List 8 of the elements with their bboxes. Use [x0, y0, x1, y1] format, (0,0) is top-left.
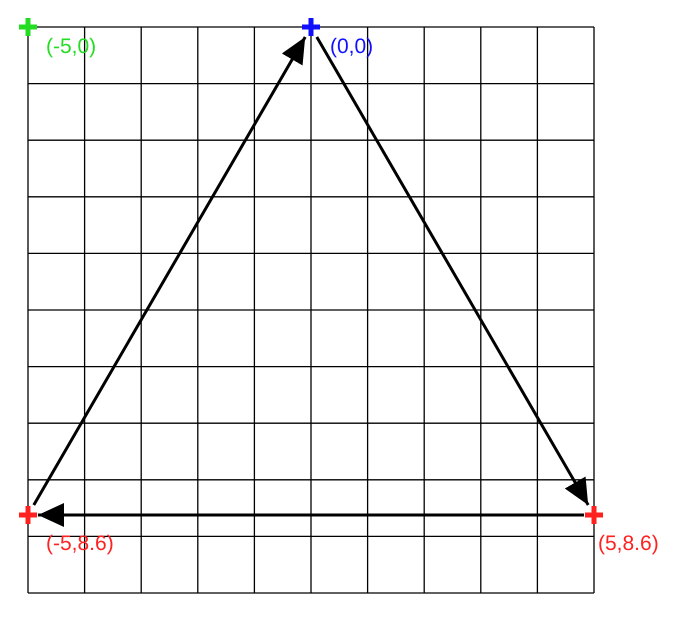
arrow	[316, 36, 590, 506]
arrow	[38, 503, 584, 527]
coordinate-label: (5,8.6)	[598, 533, 659, 554]
point-marker	[18, 505, 38, 525]
arrow	[32, 36, 306, 506]
point-marker	[18, 17, 38, 37]
point-marker	[584, 505, 604, 525]
point-marker	[301, 17, 321, 37]
